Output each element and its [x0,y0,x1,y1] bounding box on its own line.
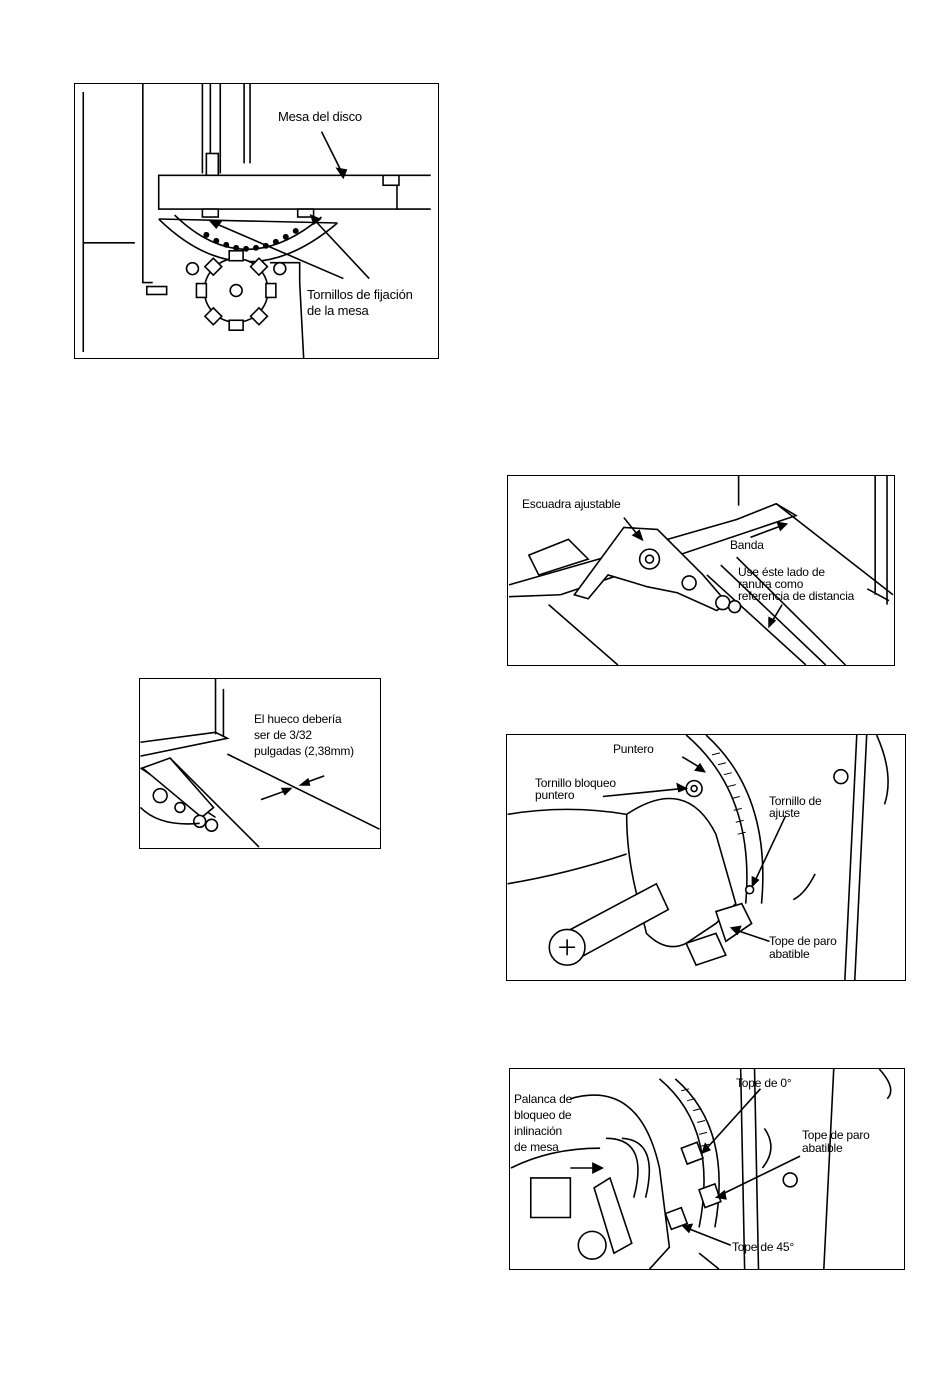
label-tornillos-fijacion-1: Tornillos de fijación [307,287,413,302]
label-tope-0: Tope de 0° [736,1076,792,1090]
label-tornillo-bloqueo-1: Tornillo bloqueo [535,776,616,790]
figure-tilt-stops: Palanca de bloqueo de inlinación de mesa… [509,1068,905,1270]
figure-table-locking-screws: Mesa del disco Tornillos de fijación de … [74,83,439,359]
label-palanca-2: bloqueo de [514,1108,572,1122]
label-palanca-1: Palanca de [514,1092,573,1106]
figure-gap-measurement: El hueco debería ser de 3/32 pulgadas (2… [139,678,381,849]
figure-3-drawing [140,679,380,848]
label-tope-paro-abatible-2: abatible [802,1141,843,1155]
label-use-este-lado-3: referencia de distancia [738,589,855,603]
label-tope-paro-2: abatible [769,947,810,961]
label-tope-45: Tope de 45° [732,1240,794,1254]
label-escuadra-ajustable: Escuadra ajustable [522,497,621,511]
label-mesa-del-disco: Mesa del disco [278,109,362,124]
label-palanca-4: de mesa [514,1140,559,1154]
figure-4-drawing [507,735,889,980]
label-tope-paro-1: Tope de paro [769,934,837,948]
label-tornillo-ajuste-2: ajuste [769,806,800,820]
label-use-este-lado-1: Use éste lado de [738,565,825,579]
figure-adjustable-square: Escuadra ajustable Banda Use éste lado d… [507,475,895,666]
label-puntero: Puntero [613,742,654,756]
label-tornillos-fijacion-2: de la mesa [307,303,369,318]
label-tornillo-bloqueo-2: puntero [535,788,575,802]
figure-5-drawing [510,1069,892,1269]
figure-1-drawing [82,84,431,358]
label-tope-paro-abatible-1: Tope de paro [802,1128,870,1142]
label-palanca-3: inlinación [514,1124,563,1138]
figure-2-drawing [508,476,894,665]
label-hueco-3: pulgadas (2,38mm) [254,744,354,758]
label-hueco-1: El hueco debería [254,712,342,726]
label-tornillo-ajuste-1: Tornillo de [769,794,822,808]
figure-pointer-adjustment: Puntero Tornillo bloqueo puntero Tornill… [506,734,906,981]
label-banda: Banda [730,538,764,552]
label-hueco-2: ser de 3/32 [254,728,312,742]
label-use-este-lado-2: ranura como [738,577,804,591]
